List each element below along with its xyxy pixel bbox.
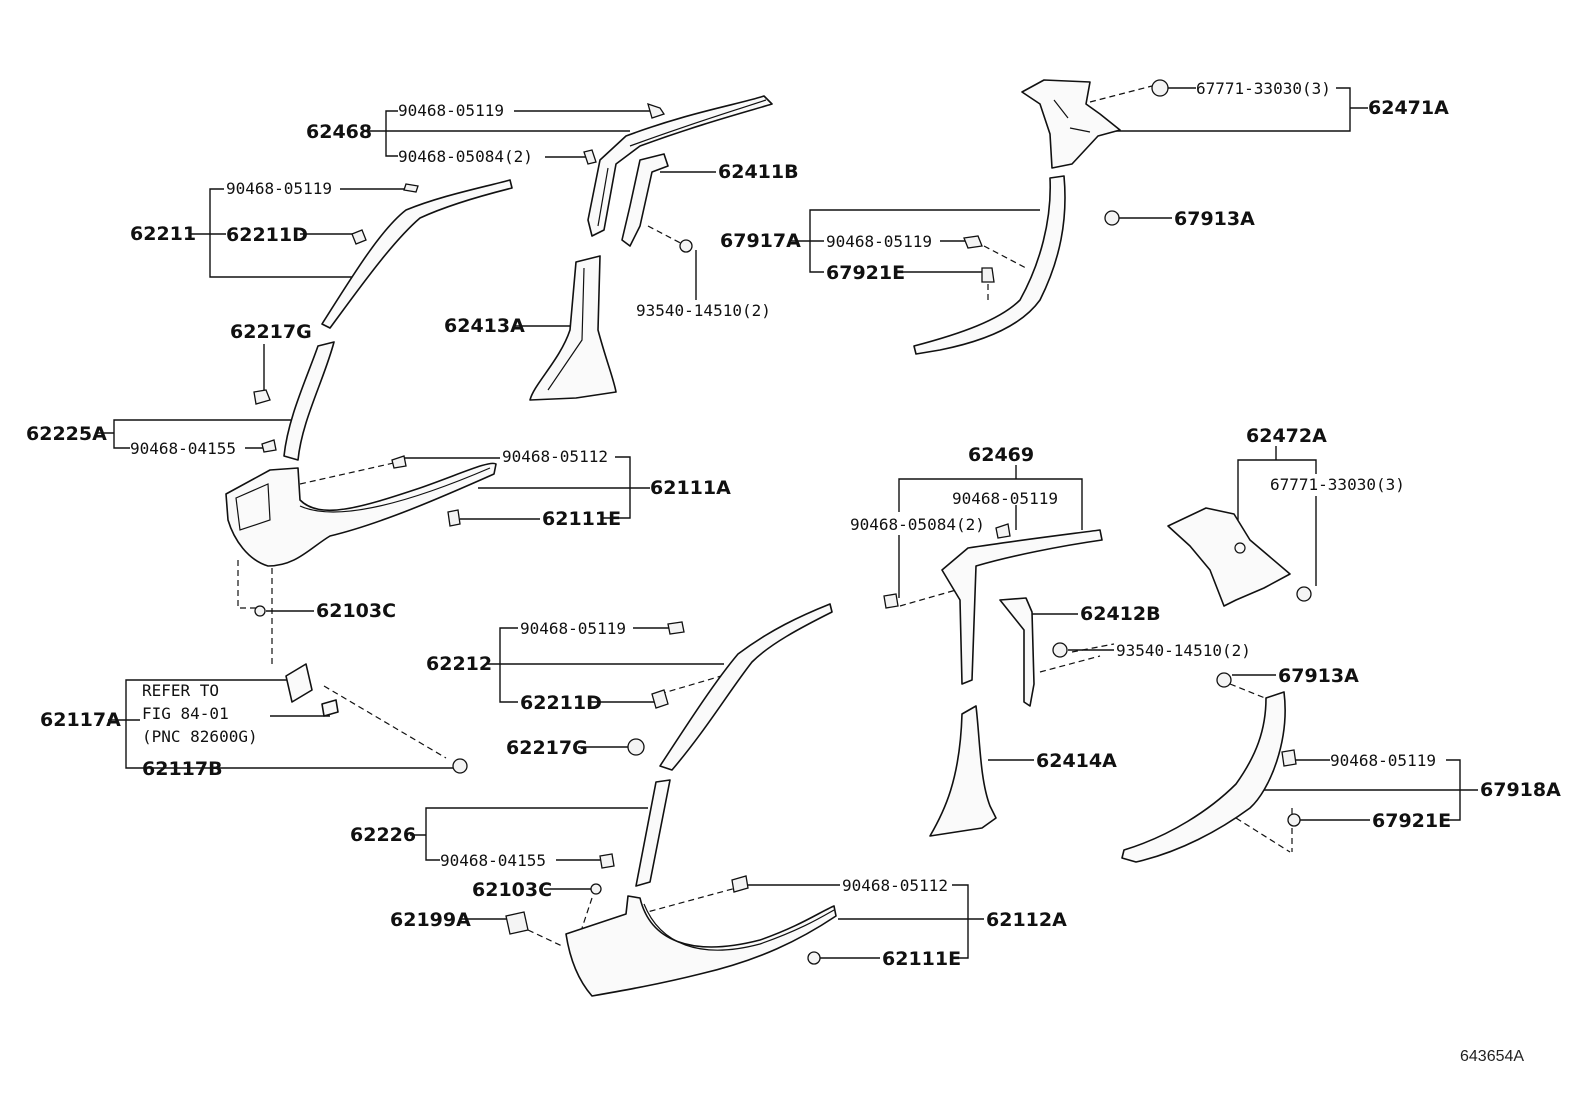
label-90468-05119-a: 90468-05119: [398, 101, 504, 120]
label-90468-04155-b: 90468-04155: [440, 851, 546, 870]
part-62226: [635, 779, 671, 887]
label-62217g-b: 62217G: [506, 737, 588, 759]
label-62111e-a: 62111E: [542, 508, 621, 530]
label-90468-05119-d: 90468-05119: [952, 489, 1058, 508]
label-67921e-b: 67921E: [1372, 810, 1451, 832]
part-62413a: [529, 255, 617, 401]
label-62411b: 62411B: [718, 161, 799, 183]
label-62471a: 62471A: [1368, 97, 1449, 119]
label-62211d-b: 62211D: [520, 692, 602, 714]
part-62414a: [929, 705, 997, 837]
label-62211: 62211: [130, 223, 196, 245]
label-90468-04155-a: 90468-04155: [130, 439, 236, 458]
label-62112a: 62112A: [986, 909, 1067, 931]
label-62217g-a: 62217G: [230, 321, 312, 343]
label-62414a: 62414A: [1036, 750, 1117, 772]
label-90468-05112-a: 90468-05112: [502, 447, 608, 466]
part-62212: [659, 603, 833, 771]
label-93540-14510-b: 93540-14510(2): [1116, 641, 1251, 660]
label-62111a: 62111A: [650, 477, 731, 499]
label-90468-05119-b: 90468-05119: [226, 179, 332, 198]
label-90468-05119-c: 90468-05119: [826, 232, 932, 251]
part-62211: [321, 179, 513, 329]
label-93540-14510-a: 93540-14510(2): [636, 301, 771, 320]
label-67913a-b: 67913A: [1278, 665, 1359, 687]
figure-code: 643654A: [1460, 1048, 1524, 1065]
label-90468-05084-a: 90468-05084(2): [398, 147, 533, 166]
part-62111a: [225, 462, 497, 567]
label-62103c-a: 62103C: [316, 600, 396, 622]
label-67917a: 67917A: [720, 230, 801, 252]
label-62225a: 62225A: [26, 423, 107, 445]
label-refer-line1: REFER TO: [142, 681, 219, 700]
label-62117b: 62117B: [142, 758, 223, 780]
label-62199a: 62199A: [390, 909, 471, 931]
part-62471a: [1021, 79, 1121, 169]
part-62412b: [999, 597, 1035, 707]
label-62472a: 62472A: [1246, 425, 1327, 447]
label-67918a: 67918A: [1480, 779, 1561, 801]
label-62211d-a: 62211D: [226, 224, 308, 246]
label-refer-line3: (PNC 82600G): [142, 727, 258, 746]
label-90468-05084-b: 90468-05084(2): [850, 515, 985, 534]
label-62412b: 62412B: [1080, 603, 1161, 625]
part-62112a: [565, 895, 837, 997]
label-90468-05119-f: 90468-05119: [1330, 751, 1436, 770]
part-62468: [587, 95, 773, 237]
label-90468-05112-b: 90468-05112: [842, 876, 948, 895]
label-67771-33030-b: 67771-33030(3): [1270, 475, 1405, 494]
part-62225a: [283, 341, 335, 461]
label-62226: 62226: [350, 824, 416, 846]
part-67917a: [913, 175, 1066, 355]
label-90468-05119-e: 90468-05119: [520, 619, 626, 638]
label-62469: 62469: [968, 444, 1034, 466]
label-62468: 62468: [306, 121, 372, 143]
dashed-assembly-lines: [237, 85, 1293, 947]
labels: 62468 90468-05119 90468-05084(2) 62411B …: [26, 79, 1561, 1065]
label-62111e-b: 62111E: [882, 948, 961, 970]
leader-lines: [98, 87, 1478, 959]
part-62469: [941, 529, 1103, 685]
label-67771-33030-a: 67771-33030(3): [1196, 79, 1331, 98]
label-refer-line2: FIG 84-01: [142, 704, 229, 723]
part-62117a: [285, 663, 339, 717]
label-62117a: 62117A: [40, 709, 121, 731]
part-67918a: [1121, 691, 1286, 863]
label-67913a-a: 67913A: [1174, 208, 1255, 230]
part-62472a: [1167, 507, 1291, 607]
part-62411b: [621, 153, 669, 247]
label-62212: 62212: [426, 653, 492, 675]
label-62413a: 62413A: [444, 315, 525, 337]
fasteners: [253, 79, 1312, 965]
label-67921e-a: 67921E: [826, 262, 905, 284]
label-62103c-b: 62103C: [472, 879, 552, 901]
